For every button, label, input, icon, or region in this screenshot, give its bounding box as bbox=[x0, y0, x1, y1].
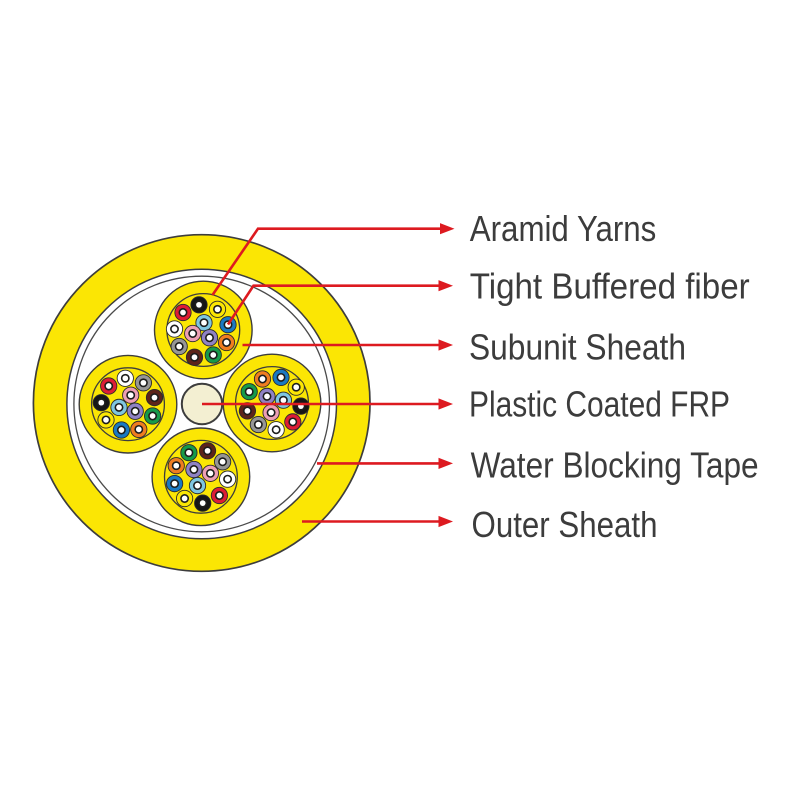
svg-text:Outer Sheath: Outer Sheath bbox=[472, 504, 658, 545]
svg-text:Subunit Sheath: Subunit Sheath bbox=[469, 327, 686, 368]
svg-text:Tight Buffered fiber: Tight Buffered fiber bbox=[470, 266, 750, 307]
svg-text:Water Blocking Tape: Water Blocking Tape bbox=[471, 445, 759, 486]
svg-text:Plastic Coated FRP: Plastic Coated FRP bbox=[469, 384, 730, 425]
svg-text:Aramid Yarns: Aramid Yarns bbox=[470, 208, 657, 249]
